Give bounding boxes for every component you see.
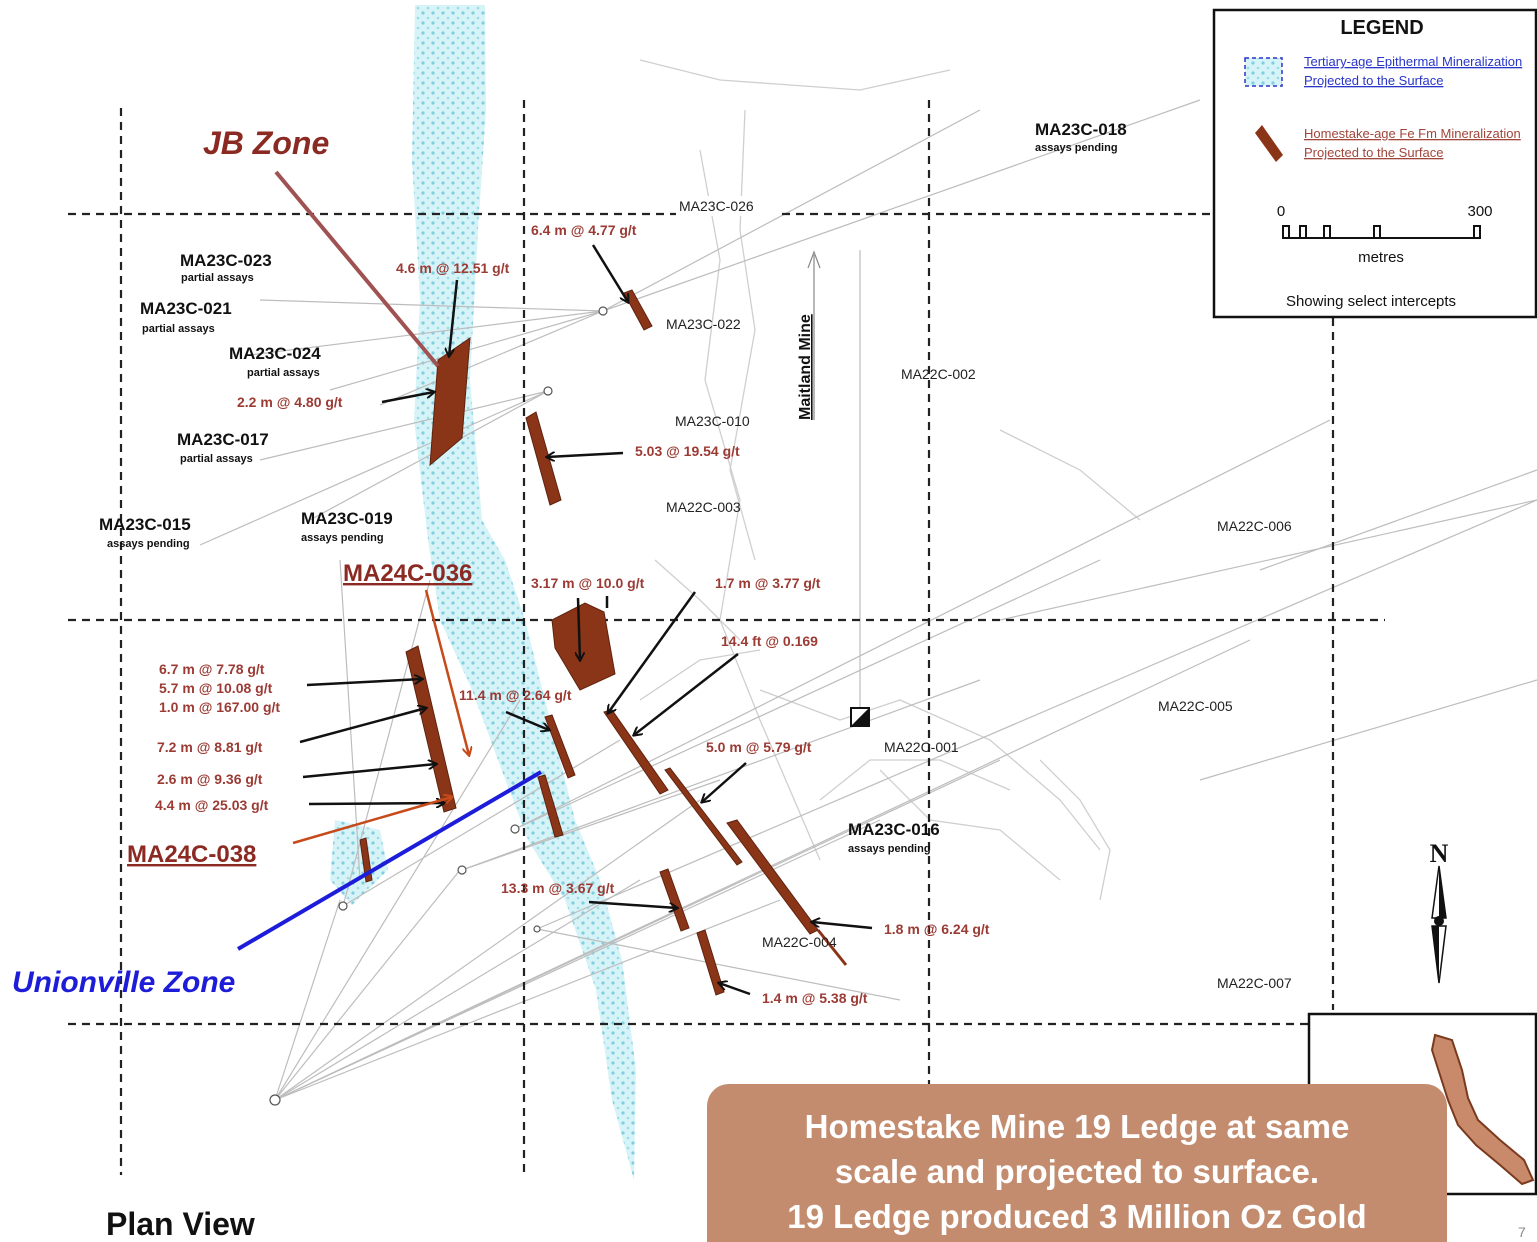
legend-title: LEGEND <box>1340 17 1423 39</box>
hole-status: partial assays <box>180 453 253 465</box>
intercept-label: 6.7 m @ 7.78 g/t <box>159 661 265 677</box>
unionville-zone-label: Unionville Zone <box>12 966 235 999</box>
intercept-label: 3.17 m @ 10.0 g/t <box>531 575 645 591</box>
hole-label: MA23C-015 <box>99 515 191 534</box>
jb-zone-label: JB Zone <box>203 125 329 161</box>
hole-status: partial assays <box>247 367 320 379</box>
hole-id: MA22C-005 <box>1158 698 1233 714</box>
hole-id: MA22C-001 <box>884 739 959 755</box>
hole-status: partial assays <box>142 323 215 335</box>
page-number: 7 <box>1518 1224 1526 1240</box>
epithermal-zone <box>412 5 636 1180</box>
homestake-ledge-shape <box>1430 1033 1535 1186</box>
hole-status: assays pending <box>1035 142 1118 154</box>
intercept-label: 1.8 m @ 6.24 g/t <box>884 921 990 937</box>
hole-id: MA23C-026 <box>679 198 754 214</box>
legend-label: Projected to the Surface <box>1304 73 1443 88</box>
homestake-callout: Homestake Mine 19 Ledge at same scale an… <box>707 1084 1447 1242</box>
grid-lines <box>68 100 1385 1175</box>
scale-bar <box>1282 225 1481 239</box>
hole-label: MA23C-016 <box>848 820 940 839</box>
hole-label: MA23C-018 <box>1035 120 1127 139</box>
hole-id: MA22C-004 <box>762 934 837 950</box>
callout-line: Homestake Mine 19 Ledge at same <box>804 1108 1350 1145</box>
shaft-icon <box>850 707 870 727</box>
maitland-mine-workings <box>639 59 1141 901</box>
intercept-label: 1.7 m @ 3.77 g/t <box>715 575 821 591</box>
intercept-label: 5.7 m @ 10.08 g/t <box>159 680 273 696</box>
intercept-label: 4.4 m @ 25.03 g/t <box>155 797 269 813</box>
hole-id: MA22C-002 <box>901 366 976 382</box>
homestake-swatch <box>1255 125 1283 162</box>
plan-view-title: Plan View <box>106 1206 255 1242</box>
intercept-label: 5.0 m @ 5.79 g/t <box>706 739 812 755</box>
hole-label: MA23C-019 <box>301 509 393 528</box>
intercept-label: 13.3 m @ 3.67 g/t <box>501 880 615 896</box>
hole-status: partial assays <box>181 272 254 284</box>
legend-label: Homestake-age Fe Fm Mineralization <box>1304 126 1521 141</box>
legend-label: Tertiary-age Epithermal Mineralization <box>1304 54 1522 69</box>
hole-label: MA23C-021 <box>140 299 232 318</box>
intercept-label: 4.6 m @ 12.51 g/t <box>396 260 510 276</box>
intercept-label: 14.4 ft @ 0.169 <box>721 633 818 649</box>
hole-label: MA23C-024 <box>229 344 321 363</box>
scale-min: 0 <box>1277 203 1285 220</box>
intercept-arrows <box>299 244 873 996</box>
ma24c-038-label: MA24C-038 <box>127 841 256 868</box>
drill-collars <box>269 306 608 1106</box>
intercept-label: 1.0 m @ 167.00 g/t <box>159 699 280 715</box>
maitland-mine-label: Maitland Mine <box>797 314 814 420</box>
intercept-label: 11.4 m @ 2.64 g/t <box>459 687 572 703</box>
ma24c-036-label: MA24C-036 <box>343 560 472 587</box>
callout-line: scale and projected to surface. <box>834 1153 1320 1190</box>
hole-id: MA23C-010 <box>675 413 750 429</box>
hole-id-labels: MA23C-026 MA23C-022 MA22C-002 MA23C-010 … <box>666 196 1292 991</box>
homestake-mineralization <box>359 289 848 996</box>
legend-note: Showing select intercepts <box>1286 293 1456 310</box>
callout-line: 19 Ledge produced 3 Million Oz Gold <box>787 1198 1367 1235</box>
hole-id: MA23C-022 <box>666 316 741 332</box>
hole-status: assays pending <box>848 843 931 855</box>
hole-status: assays pending <box>107 538 190 550</box>
intercept-label: 2.2 m @ 4.80 g/t <box>237 394 343 410</box>
scale-unit: metres <box>1358 249 1404 266</box>
unionville-zone-line <box>236 770 543 951</box>
new-hole-arrows <box>292 589 469 845</box>
mine-arrow-head <box>807 250 821 269</box>
intercept-label: 2.6 m @ 9.36 g/t <box>157 771 263 787</box>
intercept-label: 5.03 @ 19.54 g/t <box>635 443 740 459</box>
hole-label: MA23C-017 <box>177 430 269 449</box>
scale-max: 300 <box>1467 203 1492 220</box>
epithermal-swatch <box>1244 57 1283 87</box>
jb-zone-leader <box>274 170 440 368</box>
intercept-labels: 6.4 m @ 4.77 g/t 4.6 m @ 12.51 g/t 2.2 m… <box>155 222 990 1006</box>
legend: LEGEND Tertiary-age Epithermal Mineraliz… <box>1212 8 1537 319</box>
drill-traces <box>199 99 1537 1101</box>
north-arrow: N <box>1430 839 1449 984</box>
hole-id: MA22C-003 <box>666 499 741 515</box>
intercept-label: 1.4 m @ 5.38 g/t <box>762 990 868 1006</box>
intercept-label: 7.2 m @ 8.81 g/t <box>157 739 263 755</box>
legend-label: Projected to the Surface <box>1304 145 1443 160</box>
north-label: N <box>1430 839 1449 868</box>
hole-id: MA22C-007 <box>1217 975 1292 991</box>
hole-id: MA22C-006 <box>1217 518 1292 534</box>
hole-label: MA23C-023 <box>180 251 272 270</box>
hole-status: assays pending <box>301 532 384 544</box>
intercept-label: 6.4 m @ 4.77 g/t <box>531 222 637 238</box>
